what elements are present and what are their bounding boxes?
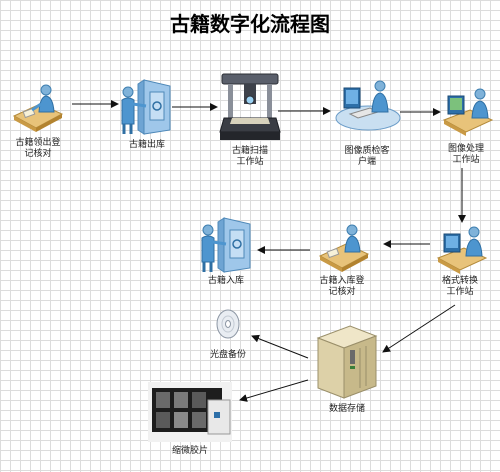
label-line-1: 古籍入库 [207,276,244,286]
label-line-2: 工作站 [236,157,264,167]
node-image-processing: 图像处理 工作站 [434,144,498,166]
node-scanning: 古籍扫描 工作站 [218,146,282,168]
label-line-1: 古籍扫描 [231,146,268,156]
microfilm-icon [148,382,232,442]
format-conversion-workstation-icon [436,226,488,274]
node-in-storage: 古籍入库 [194,276,258,287]
node-register-out: 古籍领出登 记核对 [6,138,70,160]
node-register-in: 古籍入库登 记核对 [310,276,374,298]
node-data-storage: 数据存储 [315,404,379,415]
qc-workstation-icon [335,80,401,131]
label-line-1: 缩微胶片 [171,446,208,456]
label-line-2: 记核对 [328,287,356,297]
arrow-data-storage-to-disc [251,334,309,359]
label-line-2: 户端 [357,157,376,167]
label-line-1: 古籍领出登 [15,138,61,148]
optical-disc-icon [216,309,240,339]
arrow-data-storage-to-microfilm [239,379,309,402]
label-line-1: 古籍入库登 [319,276,365,286]
person-at-desk-icon [12,84,64,132]
vault-storage-icon [201,217,251,273]
label-line-2: 工作站 [452,155,480,165]
arrow-format-to-data-storage [382,304,456,353]
label-line-2: 记核对 [24,149,52,159]
diagram-title: 古籍数字化流程图 [170,12,330,36]
book-scanner-icon [219,73,281,140]
label-line-1: 数据存储 [328,404,365,414]
label-line-1: 光盘备份 [209,350,246,360]
vault-storage-icon [121,79,171,135]
label-line-1: 古籍出库 [128,140,165,150]
node-microfilm: 缩微胶片 [158,446,222,457]
image-processing-workstation-icon [442,88,494,136]
label-line-2: 工作站 [446,287,474,297]
label-line-1: 图像处理 [447,144,484,154]
label-line-1: 格式转换 [441,276,478,286]
node-qc-client: 图像质检客 户端 [335,146,399,168]
node-out-storage: 古籍出库 [115,140,179,151]
node-disc-backup: 光盘备份 [196,350,260,361]
node-format-conversion: 格式转换 工作站 [428,276,492,298]
server-cabinet-icon [316,325,378,399]
label-line-1: 图像质检客 [344,146,390,156]
person-at-desk-icon [318,224,370,272]
